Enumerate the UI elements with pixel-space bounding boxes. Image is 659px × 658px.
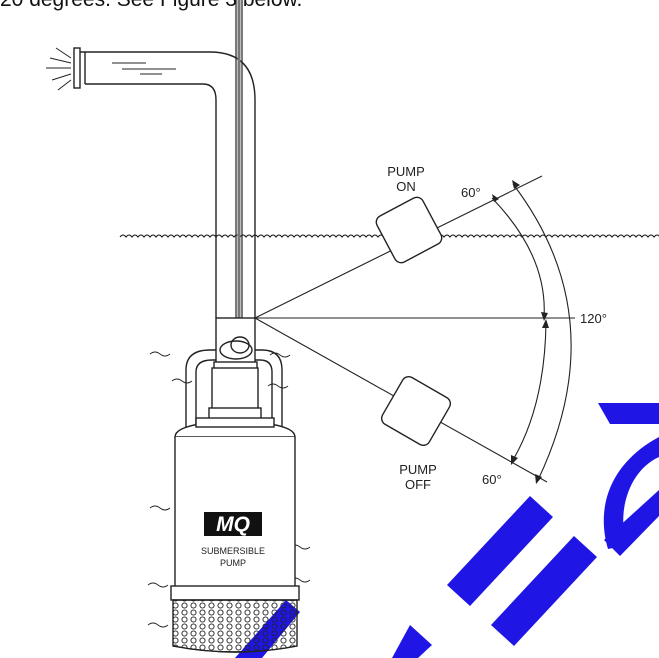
caption-text: 20 degrees. See Figure 3 below. xyxy=(0,0,302,12)
discharge-pipe xyxy=(73,47,256,318)
pump-on-label: PUMP xyxy=(387,164,425,179)
logo-text: MQ xyxy=(216,513,250,536)
pump-on-float-icon xyxy=(375,196,443,264)
pump-off-label: PUMP xyxy=(399,462,437,477)
pump-off-label-state: OFF xyxy=(405,477,431,492)
pump-label-line1: SUBMERSIBLE xyxy=(201,546,265,556)
pump-on-label-state: ON xyxy=(396,179,416,194)
pump-off-float-icon xyxy=(380,375,452,447)
mq-logo: MQ xyxy=(204,512,262,536)
angle-bottom-label: 60° xyxy=(482,472,502,487)
submersible-pump xyxy=(170,317,300,653)
watermark xyxy=(235,403,659,658)
angle-top-label: 60° xyxy=(461,185,481,200)
float-cable xyxy=(235,0,243,350)
angle-arcs xyxy=(491,183,572,481)
water-spray-icon xyxy=(46,47,72,91)
arrowheads xyxy=(492,180,549,484)
pump-label-line2: PUMP xyxy=(220,558,246,568)
angle-total-label: 120° xyxy=(580,311,607,326)
